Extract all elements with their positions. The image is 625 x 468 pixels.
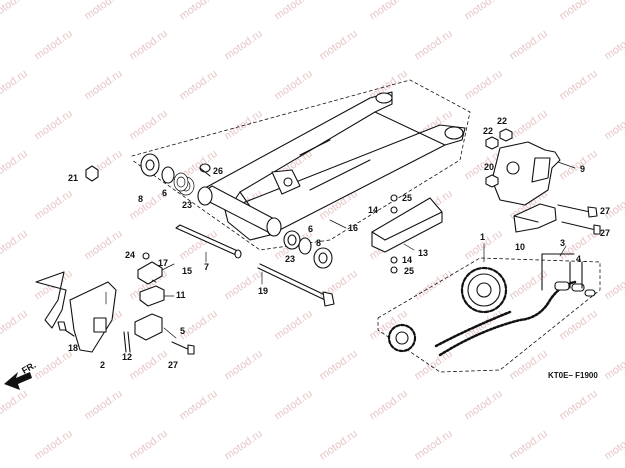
callout-23a: 23 xyxy=(182,200,192,210)
callout-6a: 6 xyxy=(162,188,167,198)
callout-8b: 8 xyxy=(316,238,321,248)
front-arrow-icon xyxy=(4,372,32,390)
callout-25b: 25 xyxy=(404,266,414,276)
pivot-bolt-19 xyxy=(257,263,335,307)
driven-sprocket xyxy=(460,266,508,314)
guide-bolts-20-22 xyxy=(485,128,513,188)
callout-17: 17 xyxy=(158,258,168,268)
callout-18: 18 xyxy=(68,343,78,353)
swingarm xyxy=(197,91,466,241)
callouts: 1 2 3 4 5 6 6 7 8 8 9 10 11 12 13 14 14 … xyxy=(20,116,610,380)
drive-sprocket xyxy=(387,323,417,353)
callout-15: 15 xyxy=(182,266,192,276)
callout-25a: 25 xyxy=(402,193,412,203)
small-parts xyxy=(123,252,165,353)
chain-slider-13 xyxy=(371,197,443,253)
callout-27b: 27 xyxy=(600,228,610,238)
callout-8a: 8 xyxy=(138,194,143,204)
callout-27c: 27 xyxy=(168,360,178,370)
pivot-pin-7 xyxy=(175,224,242,259)
callout-13: 13 xyxy=(418,248,428,258)
callout-7: 7 xyxy=(204,262,209,272)
collar-26 xyxy=(199,163,211,177)
callout-11: 11 xyxy=(176,290,186,300)
master-link-3-4 xyxy=(541,253,596,297)
callout-3: 3 xyxy=(560,238,565,248)
nut-21 xyxy=(85,165,99,182)
callout-22b: 22 xyxy=(497,116,507,126)
bolt-27-right xyxy=(557,204,601,235)
bolts-14-25 xyxy=(390,194,398,274)
reference-code: KT0E– F1900 xyxy=(548,371,598,380)
bolt-27-lower xyxy=(171,341,195,355)
callout-5: 5 xyxy=(180,326,185,336)
callout-27a: 27 xyxy=(600,206,610,216)
callout-14b: 14 xyxy=(402,255,412,265)
pivot-bearings-left xyxy=(140,153,195,196)
callout-21: 21 xyxy=(68,173,78,183)
pivot-bearings-right xyxy=(283,230,333,269)
screw-18 xyxy=(57,321,75,337)
chain-guide-bracket-10 xyxy=(513,203,557,233)
callout-4: 4 xyxy=(576,254,581,264)
callout-22a: 22 xyxy=(483,126,493,136)
front-label: FR. xyxy=(20,360,38,376)
callout-1: 1 xyxy=(480,232,485,242)
callout-24: 24 xyxy=(125,250,135,260)
callout-9: 9 xyxy=(580,164,585,174)
callout-6b: 6 xyxy=(308,224,313,234)
callout-14a: 14 xyxy=(368,205,378,215)
callout-12: 12 xyxy=(122,352,132,362)
callout-19: 19 xyxy=(258,286,268,296)
callout-2: 2 xyxy=(100,360,105,370)
swingarm-enclosure xyxy=(131,79,471,251)
chain-guide-9 xyxy=(491,141,561,206)
callout-20: 20 xyxy=(484,162,494,172)
leader-lines xyxy=(105,161,576,339)
swingarm-guard-2 xyxy=(35,271,117,353)
callout-10: 10 xyxy=(515,242,525,252)
callout-23b: 23 xyxy=(285,254,295,264)
callout-26: 26 xyxy=(213,166,223,176)
callout-16: 16 xyxy=(348,223,358,233)
